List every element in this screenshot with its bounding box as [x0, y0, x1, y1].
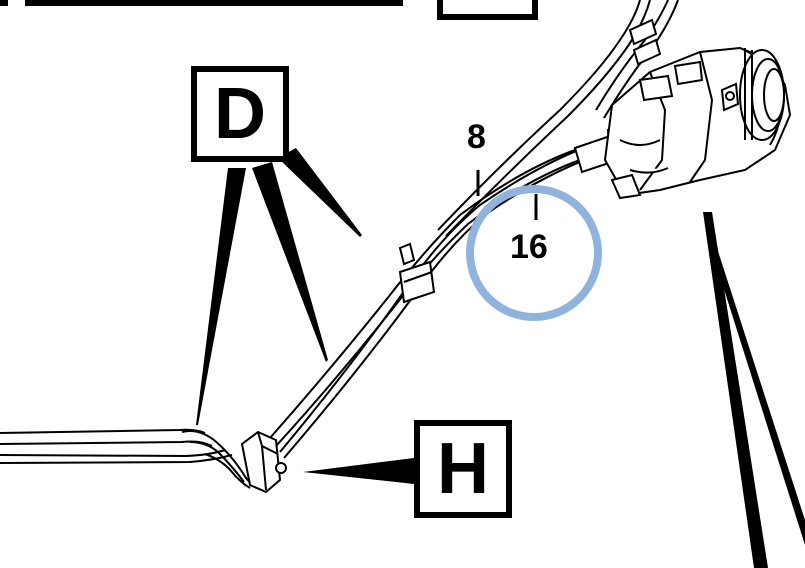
hose-clamp-bracket	[240, 430, 287, 494]
left-hoses	[0, 428, 233, 464]
leader-right-2	[710, 245, 805, 545]
part-number-16: 16	[510, 228, 548, 266]
leader-right-1	[703, 212, 768, 568]
callout-h: H	[414, 420, 512, 518]
pointer-d-3	[278, 148, 362, 237]
highlight-ring	[466, 185, 602, 321]
hose-clamps	[398, 18, 662, 304]
partial-callout-top-left	[25, 0, 403, 6]
callout-h-label: H	[437, 429, 489, 509]
part-number-8: 8	[467, 118, 486, 156]
callout-d: D	[191, 66, 289, 162]
pointer-d-2	[252, 162, 328, 362]
pointer-h	[303, 458, 414, 484]
partial-callout-top-middle	[437, 0, 538, 20]
pointer-d-1	[196, 168, 246, 425]
compressor-body	[603, 46, 792, 200]
callout-d-label: D	[214, 74, 266, 154]
